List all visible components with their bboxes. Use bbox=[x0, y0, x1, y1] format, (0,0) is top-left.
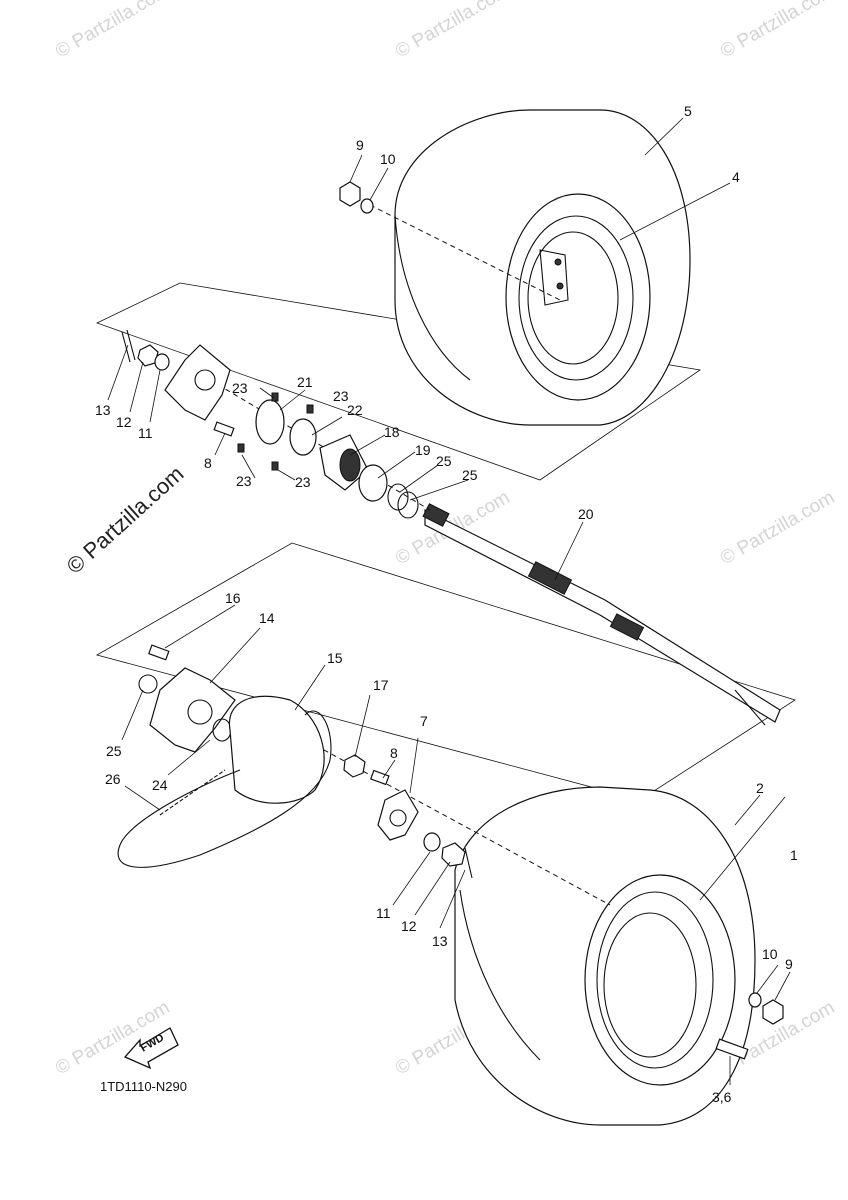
axle-shaft bbox=[422, 503, 781, 726]
label-9-upper: 9 bbox=[356, 137, 364, 153]
label-16: 16 bbox=[225, 590, 241, 606]
bolt-8-lower bbox=[370, 769, 390, 786]
nut-9-lower bbox=[762, 999, 784, 1025]
chain-26 bbox=[159, 769, 226, 816]
label-3-6: 3,6 bbox=[712, 1089, 732, 1105]
washer-11-lower bbox=[423, 832, 441, 852]
upper-hub-7 bbox=[164, 344, 231, 421]
label-10-lower: 10 bbox=[762, 946, 778, 962]
lower-group-outline bbox=[95, 542, 796, 801]
label-15: 15 bbox=[327, 650, 343, 666]
label-11-lower: 11 bbox=[376, 905, 391, 921]
label-9-lower: 9 bbox=[785, 956, 793, 972]
label-24: 24 bbox=[152, 777, 168, 793]
lower-hub-assembly bbox=[117, 644, 784, 1060]
label-7: 7 bbox=[420, 713, 428, 729]
label-11-upper: 11 bbox=[138, 425, 153, 441]
upper-hub-assembly bbox=[121, 329, 419, 519]
label-5: 5 bbox=[684, 103, 692, 119]
label-1: 1 bbox=[790, 847, 798, 863]
bolt-8-upper bbox=[213, 421, 235, 437]
label-10-upper: 10 bbox=[380, 151, 396, 167]
label-21: 21 bbox=[297, 374, 313, 390]
upper-group-outline bbox=[95, 282, 702, 481]
label-19: 19 bbox=[415, 442, 431, 458]
diagram-code: 1TD1110-N290 bbox=[100, 1079, 187, 1094]
part-19 bbox=[358, 464, 388, 502]
label-12-lower: 12 bbox=[401, 918, 417, 934]
label-8-lower: 8 bbox=[390, 745, 398, 761]
label-23-b: 23 bbox=[333, 388, 349, 404]
hub-14 bbox=[149, 667, 236, 753]
label-2: 2 bbox=[756, 780, 764, 796]
label-13-lower: 13 bbox=[432, 933, 448, 949]
watermark: © Partzilla.com bbox=[392, 0, 513, 62]
watermark: © Partzilla.com bbox=[717, 487, 838, 569]
part-labels: 1 2 3,6 4 5 7 8 8 9 9 10 10 11 11 12 12 … bbox=[95, 103, 798, 1105]
leader-lines bbox=[107, 117, 791, 1085]
watermark: © Partzilla.com bbox=[52, 0, 173, 62]
o-ring-24 bbox=[212, 718, 232, 742]
label-14: 14 bbox=[259, 610, 275, 626]
cotter-pin-13-lower bbox=[464, 847, 473, 879]
cotter-pin-13-upper bbox=[121, 329, 136, 363]
label-23-c: 23 bbox=[236, 473, 252, 489]
label-23-a: 23 bbox=[232, 380, 248, 396]
hub-7-lower bbox=[377, 789, 419, 841]
nut-17 bbox=[343, 754, 366, 778]
label-22: 22 bbox=[347, 402, 363, 418]
upper-tire bbox=[394, 109, 691, 426]
label-25-c: 25 bbox=[106, 743, 122, 759]
washer-11-upper bbox=[154, 353, 170, 371]
label-12-upper: 12 bbox=[116, 414, 132, 430]
nut-9-upper bbox=[339, 181, 361, 207]
watermark-main: © Partzilla.com bbox=[62, 461, 189, 579]
label-8-upper: 8 bbox=[204, 455, 212, 471]
lower-tire bbox=[454, 786, 756, 1126]
label-13-upper: 13 bbox=[95, 402, 111, 418]
label-20: 20 bbox=[578, 506, 594, 522]
part-21 bbox=[255, 399, 285, 445]
upper-wheel-rim bbox=[505, 193, 651, 401]
sprocket-15 bbox=[228, 695, 325, 804]
label-26: 26 bbox=[105, 771, 121, 787]
nut-12-lower bbox=[441, 842, 466, 867]
label-17: 17 bbox=[373, 677, 389, 693]
label-18: 18 bbox=[384, 424, 400, 440]
label-25-a: 25 bbox=[436, 453, 452, 469]
label-23-d: 23 bbox=[295, 474, 311, 490]
o-ring-25-lower bbox=[138, 674, 158, 694]
valve-3-6 bbox=[715, 1038, 749, 1060]
washer-10-lower bbox=[748, 992, 762, 1008]
part-22 bbox=[289, 418, 317, 456]
washer-10-upper bbox=[360, 198, 374, 214]
watermark: © Partzilla.com bbox=[717, 0, 838, 62]
bolt-16 bbox=[148, 644, 170, 661]
label-4: 4 bbox=[732, 169, 740, 185]
part-25-upper bbox=[387, 483, 409, 511]
label-25-b: 25 bbox=[462, 467, 478, 483]
